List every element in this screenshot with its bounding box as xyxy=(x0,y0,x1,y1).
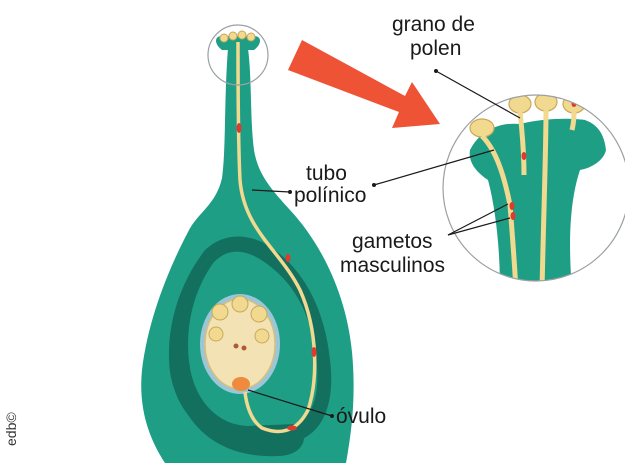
zoom-detail xyxy=(443,93,625,290)
leader-pollen xyxy=(436,71,520,118)
label-pollen-line1: grano de xyxy=(392,13,475,36)
ovule-egg-cell xyxy=(232,377,250,391)
label-ovule: óvulo xyxy=(336,405,386,428)
label-tube-line1: tubo xyxy=(306,162,347,185)
label-tube-line2: polínico xyxy=(294,184,366,207)
pistil xyxy=(141,25,353,463)
label-gametes-line1: gametos xyxy=(352,230,433,253)
credit: edb© xyxy=(3,412,19,446)
zoom-pollen-tube-4 xyxy=(572,112,574,130)
label-gametes-line2: masculinos xyxy=(340,254,445,277)
ovule xyxy=(200,294,280,394)
label-pollen-line2: polen xyxy=(410,37,461,60)
